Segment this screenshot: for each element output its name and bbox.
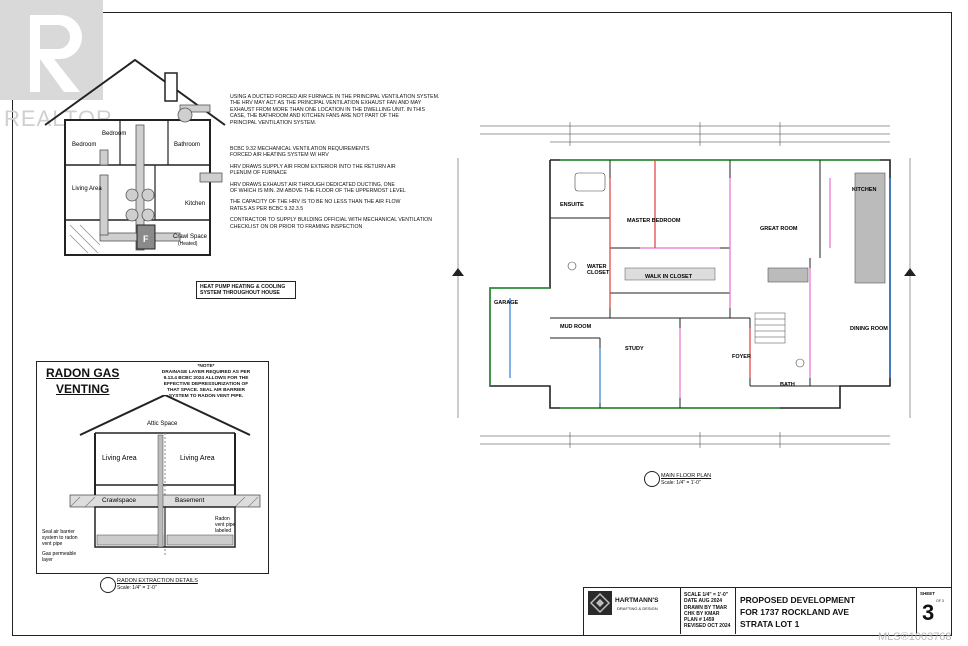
svg-text:FOYER: FOYER <box>732 354 751 360</box>
svg-text:Basement: Basement <box>175 497 204 504</box>
company-subtitle: DRAFTING & DESIGN <box>617 606 658 611</box>
svg-text:MASTER BEDROOM: MASTER BEDROOM <box>627 218 681 224</box>
svg-text:WALK IN CLOSET: WALK IN CLOSET <box>645 274 693 280</box>
main-floor-plan: GARAGE ENSUITE MASTER BEDROOM GREAT ROOM… <box>452 122 916 448</box>
svg-text:vent pipe: vent pipe <box>42 541 63 547</box>
svg-text:Gas permeable: Gas permeable <box>42 551 76 557</box>
radon-panel <box>36 361 269 574</box>
project-line-2: FOR 1737 ROCKLAND AVE <box>740 607 850 617</box>
ventilation-diagram: F Bedroom Bedroom Bathroom Living Area K… <box>44 58 226 256</box>
sheet-label: SHEET <box>920 591 936 596</box>
svg-text:(Heated): (Heated) <box>178 241 198 247</box>
sheet-border <box>12 12 952 636</box>
svg-text:Living Area: Living Area <box>180 455 215 462</box>
title-block-divider-1 <box>680 587 681 634</box>
project-line-3: STRATA LOT 1 <box>740 619 800 629</box>
svg-text:Crawl Space: Crawl Space <box>173 234 208 240</box>
mls-watermark: MLS®1003768 <box>878 631 952 643</box>
floor-plan-caption-marker <box>644 471 660 487</box>
plan-number: PLAN # 1459 <box>684 617 715 624</box>
svg-text:MUD ROOM: MUD ROOM <box>560 324 592 330</box>
checked-by: CHK BY KMAR <box>684 610 720 617</box>
sheet-number: 3 <box>922 600 935 625</box>
svg-text:labeled: labeled <box>215 528 231 534</box>
svg-text:BATH: BATH <box>780 382 795 388</box>
svg-text:GARAGE: GARAGE <box>494 300 518 306</box>
radon-section-diagram: Attic Space Living Area Living Area Craw… <box>42 395 261 563</box>
company-name: HARTMANN'S <box>615 597 659 604</box>
svg-text:ENSUITE: ENSUITE <box>560 202 584 208</box>
svg-text:Bedroom: Bedroom <box>72 142 96 148</box>
svg-text:WATER: WATER <box>587 264 606 270</box>
svg-text:Kitchen: Kitchen <box>185 201 205 207</box>
svg-text:CLOSET: CLOSET <box>587 270 610 276</box>
title-block-divider-2 <box>735 587 736 634</box>
svg-text:Attic Space: Attic Space <box>147 421 178 427</box>
radon-caption-marker <box>100 577 116 593</box>
floor-plan-scale: Scale: 1/4" = 1'-0" <box>661 480 701 486</box>
drawn-by: DRAWN BY TMAR <box>684 604 727 611</box>
drawing-scale: SCALE 1/4" = 1'-0" <box>684 592 729 598</box>
svg-text:Living Area: Living Area <box>72 186 102 192</box>
svg-text:system to radon: system to radon <box>42 535 78 541</box>
sheet-of: OF 3 <box>936 599 944 603</box>
svg-text:Living Area: Living Area <box>102 455 137 462</box>
svg-text:Radon: Radon <box>215 516 230 522</box>
drawing-date: DATE AUG 2024 <box>684 598 723 605</box>
svg-text:Bathroom: Bathroom <box>174 142 200 148</box>
svg-text:GREAT ROOM: GREAT ROOM <box>760 226 798 232</box>
radon-scale: Scale: 1/4" = 1'-0" <box>117 585 157 591</box>
svg-text:DINING ROOM: DINING ROOM <box>850 326 888 332</box>
floor-plan-caption: MAIN FLOOR PLAN <box>661 473 712 479</box>
realtor-logo-icon <box>0 0 103 100</box>
svg-text:layer: layer <box>42 557 53 563</box>
title-block-divider-3 <box>916 587 917 634</box>
svg-text:Bedroom: Bedroom <box>102 131 126 137</box>
svg-text:STUDY: STUDY <box>625 346 644 352</box>
svg-text:vent pipe: vent pipe <box>215 522 236 528</box>
heat-pump-note: HEAT PUMP HEATING & COOLING SYSTEM THROU… <box>196 281 296 300</box>
radon-title-line1: RADON GAS <box>46 366 120 380</box>
radon-caption: RADON EXTRACTION DETAILS <box>117 578 198 584</box>
svg-text:Seal air barrier: Seal air barrier <box>42 529 75 535</box>
svg-text:Crawlspace: Crawlspace <box>102 497 136 504</box>
drawing-info: SCALE 1/4" = 1'-0" DATE AUG 2024 DRAWN B… <box>684 592 730 630</box>
project-line-1: PROPOSED DEVELOPMENT <box>740 595 856 605</box>
svg-text:KITCHEN: KITCHEN <box>852 187 876 193</box>
ventilation-notes: USING A DUCTED FORCED AIR FURNACE IN THE… <box>230 94 440 230</box>
radon-note: *NOTE* DRAINAGE LAYER REQUIRED AS PER 9.… <box>161 364 251 399</box>
furnace-label: F <box>143 234 149 244</box>
radon-title-line2: VENTING <box>56 382 110 396</box>
project-title: PROPOSED DEVELOPMENT FOR 1737 ROCKLAND A… <box>740 594 855 630</box>
title-block <box>583 587 952 636</box>
revised-date: REVISED OCT 2024 <box>684 623 731 630</box>
hartmanns-logo-icon <box>588 591 612 615</box>
